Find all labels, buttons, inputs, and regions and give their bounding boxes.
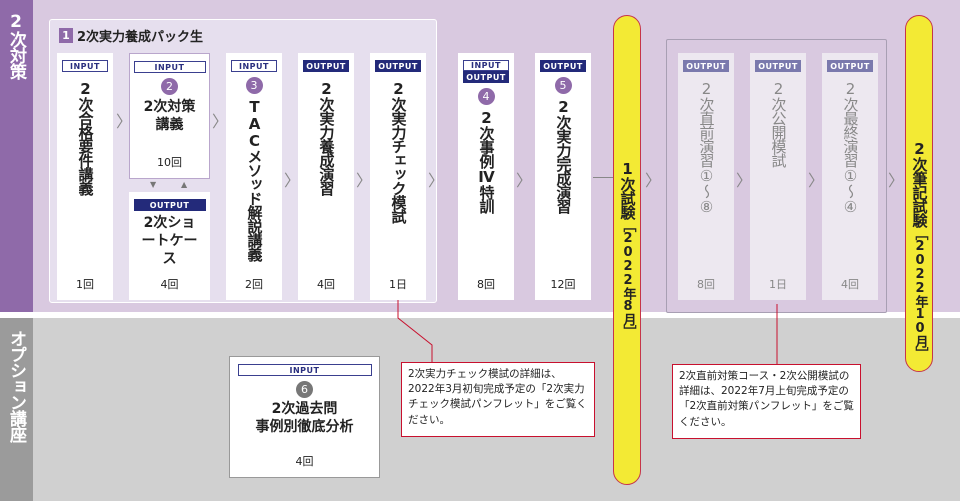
course-title: 2次ショートケース [141, 215, 198, 268]
arrow-right-icon: 〉 [284, 171, 301, 190]
course-card-yousei[interactable]: OUTPUT 2次実力養成演習 4回 [298, 53, 354, 300]
course-count: 4回 [295, 455, 314, 468]
input-tag: INPUT [237, 364, 372, 376]
output-tag: OUTPUT [463, 71, 509, 83]
course-title: 2次最終演習①〜④ [841, 80, 860, 215]
connector-line [593, 177, 613, 178]
course-card-kansei[interactable]: OUTPUT 5 2次実力完成演習 12回 [535, 53, 591, 300]
output-tag: OUTPUT [375, 60, 421, 72]
course-title: 2次公開模試 [769, 80, 788, 167]
option-course-card[interactable]: INPUT 6 2次過去問 事例別徹底分析 4回 [229, 356, 380, 478]
output-tag: OUTPUT [540, 60, 586, 72]
section-label-second-exam: 2次対策 [0, 0, 33, 312]
course-title: 2次実力養成演習 [317, 80, 336, 195]
course-title: TACメソッド解説講義 [245, 98, 264, 261]
course-title: 2次直前演習①〜⑧ [697, 80, 716, 215]
input-tag: INPUT [463, 60, 509, 71]
input-tag: INPUT [62, 60, 108, 72]
arrow-right-icon: 〉 [428, 171, 445, 190]
output-tag: OUTPUT [683, 60, 729, 72]
arrow-down-icon: ▼ [150, 180, 157, 189]
course-title: 2次実力完成演習 [554, 98, 573, 213]
course-title: 2次実力チェック模試 [389, 80, 408, 223]
course-card-case4[interactable]: INPUT OUTPUT 4 2次事例Ⅳ特訓 8回 [458, 53, 514, 300]
course-count: 4回 [160, 278, 179, 291]
output-tag: OUTPUT [303, 60, 349, 72]
second-exam-date: ［2022年10月］ [912, 227, 928, 359]
course-card-short-case[interactable]: OUTPUT 2次ショートケース 4回 [129, 192, 210, 300]
arrow-right-icon: 〉 [736, 171, 753, 190]
arrow-right-icon: 〉 [356, 171, 373, 190]
output-tag: OUTPUT [755, 60, 801, 72]
course-card-check-mock[interactable]: OUTPUT 2次実力チェック模試 1日 [370, 53, 426, 300]
first-exam-date: ［2022年8月］ [620, 219, 636, 337]
input-tag: INPUT [133, 61, 206, 73]
number-badge: 6 [296, 381, 313, 398]
pack-title-text: 2次実力養成パック生 [77, 30, 204, 45]
arrow-up-icon: ▲ [181, 180, 188, 189]
course-count: 1日 [769, 278, 787, 291]
direct-prep-note: 2次直前対策コース・2次公開模試の詳細は、2022年7月上旬完成予定の「2次直前… [672, 364, 861, 439]
course-title: 2次事例Ⅳ特訓 [477, 109, 496, 213]
output-tag: OUTPUT [827, 60, 873, 72]
course-title: 2次対策講義 [143, 99, 196, 134]
pack-number: 1 [59, 28, 73, 43]
course-count: 12回 [550, 278, 576, 291]
course-count: 4回 [841, 278, 859, 291]
output-tag: OUTPUT [133, 199, 206, 211]
arrow-right-icon: 〉 [516, 171, 533, 190]
course-count: 8回 [697, 278, 715, 291]
arrow-right-icon: 〉 [888, 171, 905, 190]
pack-title: 1 2次実力養成パック生 [59, 26, 203, 45]
course-count: 2回 [245, 278, 263, 291]
check-mock-note: 2次実力チェック模試の詳細は、2022年3月初旬完成予定の「2次実力チェック模試… [401, 362, 595, 437]
first-exam-title: 1次試験［2022年8月］ [618, 160, 637, 337]
course-card-taisaku[interactable]: INPUT 2 2次対策講義 10回 [129, 53, 210, 179]
arrow-right-icon: 〉 [212, 112, 229, 131]
course-card-tac-method[interactable]: INPUT 3 TACメソッド解説講義 2回 [226, 53, 282, 300]
first-exam-marker: 1次試験［2022年8月］ [613, 15, 641, 485]
section-divider [0, 312, 960, 318]
arrow-right-icon: 〉 [116, 112, 133, 131]
input-tag: INPUT [231, 60, 277, 72]
arrow-right-icon: 〉 [645, 171, 662, 190]
course-count: 1回 [76, 278, 94, 291]
second-exam-title: 2次筆記試験［2022年10月］ [910, 140, 929, 359]
course-count: 4回 [317, 278, 335, 291]
number-badge: 3 [245, 77, 263, 94]
course-card-chokuzen[interactable]: OUTPUT 2次直前演習①〜⑧ 8回 [678, 53, 734, 300]
course-count: 8回 [477, 278, 495, 291]
course-count: 10回 [157, 156, 182, 169]
arrow-right-icon: 〉 [808, 171, 825, 190]
second-exam-marker: 2次筆記試験［2022年10月］ [905, 15, 933, 372]
section-label-options: オプション講座 [0, 318, 33, 501]
course-card-final[interactable]: OUTPUT 2次最終演習①〜④ 4回 [822, 53, 878, 300]
course-count: 1日 [389, 278, 407, 291]
number-badge: 5 [554, 77, 572, 94]
option-title-line2: 事例別徹底分析 [255, 419, 354, 436]
course-card-public-mock[interactable]: OUTPUT 2次公開模試 1日 [750, 53, 806, 300]
option-title-line1: 2次過去問 [271, 401, 338, 417]
number-badge: 2 [161, 78, 178, 95]
number-badge: 4 [477, 88, 495, 105]
course-title: 2次合格要件講義 [76, 80, 95, 195]
course-card-requirements[interactable]: INPUT 2次合格要件講義 1回 [57, 53, 113, 300]
